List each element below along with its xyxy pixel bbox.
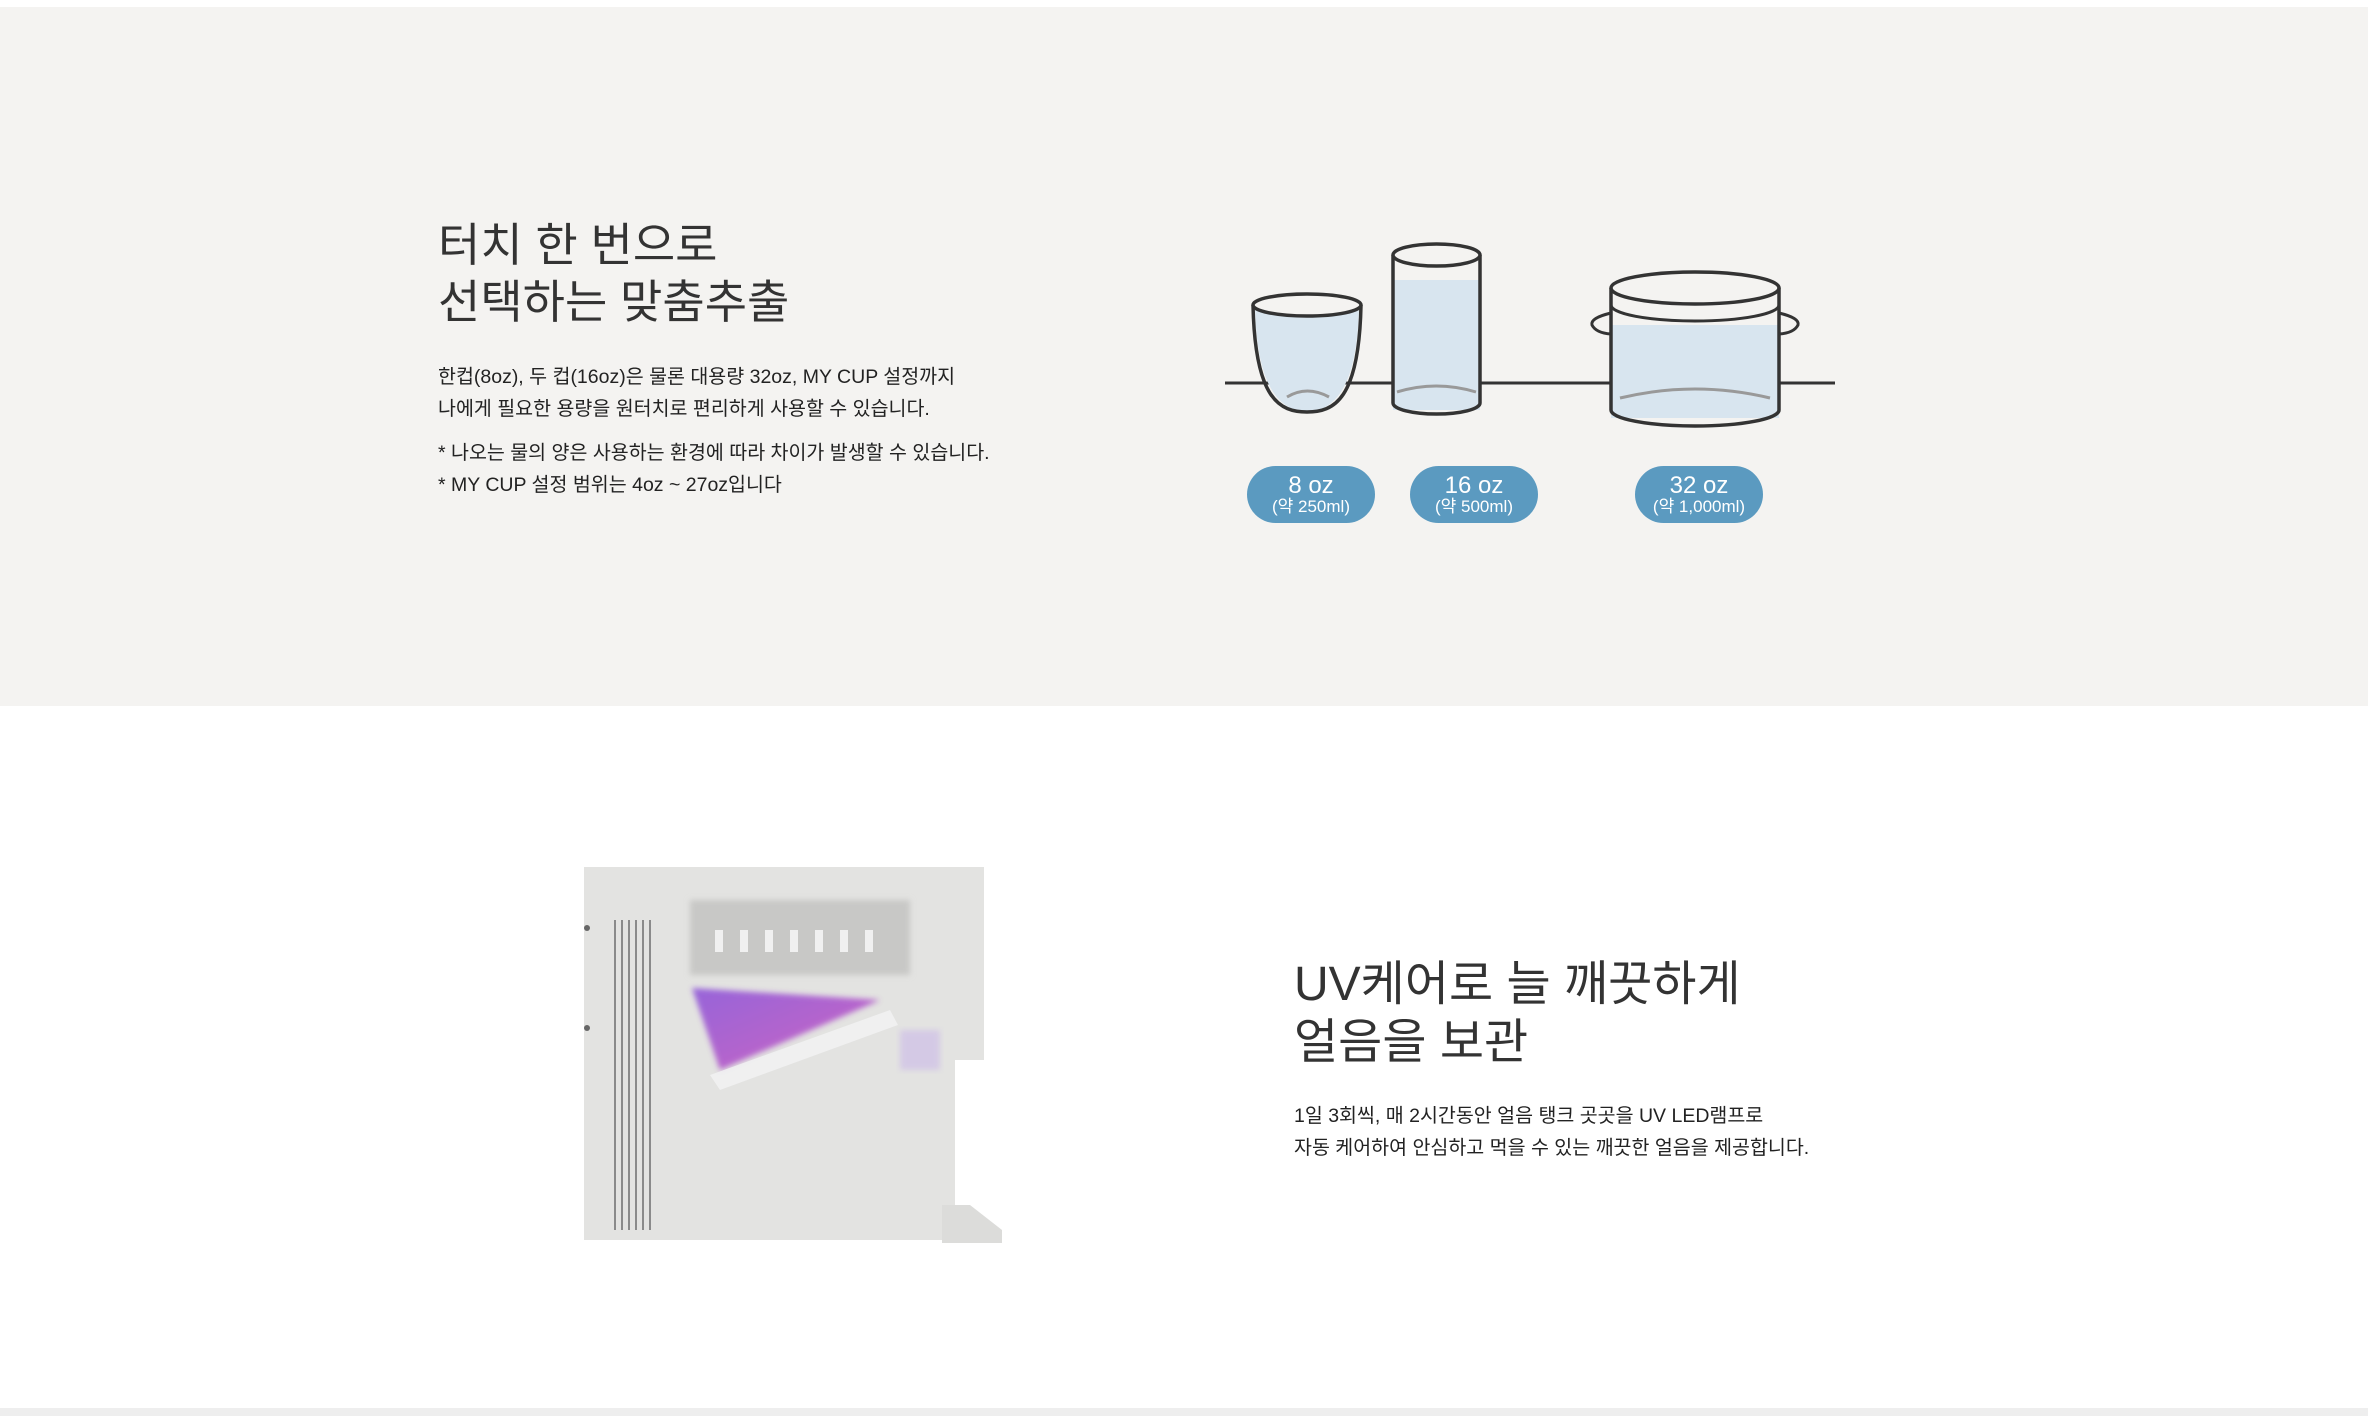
size-badge-8oz: 8 oz (약 250ml) — [1247, 466, 1375, 523]
title-line: 터치 한 번으로 — [438, 219, 718, 271]
section-divider — [0, 1408, 2368, 1416]
title-line: 선택하는 맞춤추출 — [438, 276, 790, 328]
cup-section-title: 터치 한 번으로 선택하는 맞춤추출 — [438, 217, 789, 331]
cup-section-description: 한컵(8oz), 두 컵(16oz)은 물론 대용량 32oz, MY CUP … — [438, 361, 955, 425]
badge-ml: (약 1,000ml) — [1652, 497, 1746, 516]
description-line: 나에게 필요한 용량을 원터치로 편리하게 사용할 수 있습니다. — [438, 398, 930, 420]
uv-section-description: 1일 3회씩, 매 2시간동안 얼음 탱크 곳곳을 UV LED램프로 자동 케… — [1294, 1100, 1809, 1164]
description-line: 자동 케어하여 안심하고 먹을 수 있는 깨끗한 얼음을 제공합니다. — [1294, 1137, 1810, 1159]
cup-sizes-illustration — [1225, 242, 1835, 428]
badge-oz: 16 oz — [1444, 472, 1504, 499]
title-line: 얼음을 보관 — [1294, 1016, 1529, 1069]
badge-ml: (약 250ml) — [1272, 497, 1350, 516]
title-line: UV케어로 늘 깨끗하게 — [1294, 958, 1741, 1011]
cup-section-notes: * 나오는 물의 양은 사용하는 환경에 따라 차이가 발생할 수 있습니다. … — [438, 437, 990, 501]
note-line: * 나오는 물의 양은 사용하는 환경에 따라 차이가 발생할 수 있습니다. — [438, 442, 990, 464]
note-line: * MY CUP 설정 범위는 4oz ~ 27oz입니다 — [438, 474, 782, 496]
description-line: 한컵(8oz), 두 컵(16oz)은 물론 대용량 32oz, MY CUP … — [438, 366, 956, 388]
cup-icon — [1251, 292, 1363, 414]
uv-care-section — [0, 706, 2368, 1408]
description-line: 1일 3회씩, 매 2시간동안 얼음 탱크 곳곳을 UV LED램프로 — [1294, 1105, 1764, 1127]
badge-oz: 32 oz — [1669, 472, 1729, 499]
size-badge-16oz: 16 oz (약 500ml) — [1410, 466, 1538, 523]
uv-section-title: UV케어로 늘 깨끗하게 얼음을 보관 — [1294, 956, 1741, 1072]
ice-maker-uv-image — [584, 867, 1002, 1243]
size-badge-32oz: 32 oz (약 1,000ml) — [1635, 466, 1763, 523]
cup-size-section — [0, 7, 2368, 706]
tall-glass-icon — [1391, 242, 1482, 416]
badge-ml: (약 500ml) — [1435, 497, 1513, 516]
pot-icon — [1590, 270, 1800, 428]
badge-oz: 8 oz — [1288, 472, 1334, 499]
